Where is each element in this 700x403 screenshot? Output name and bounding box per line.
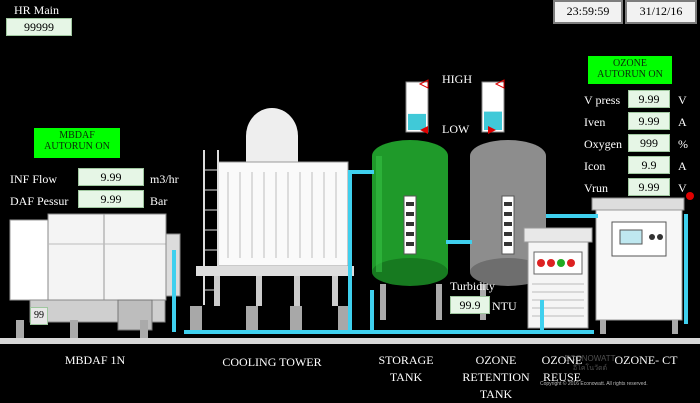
daf-pressure-label: DAF Pessur <box>10 194 69 208</box>
pipe-retention-bottom <box>540 300 544 332</box>
ozone-param-label: Icon <box>584 159 606 173</box>
ozone-param-unit: V <box>678 181 687 195</box>
mbdaf-name: MBDAF 1N <box>64 353 126 367</box>
ozone-param-value[interactable]: 9.99 <box>628 112 670 130</box>
ozone-param-label: Vrun <box>584 181 608 195</box>
retention-tank-unit <box>470 140 546 320</box>
ozone-param-label: Oxygen <box>584 137 622 151</box>
ozone-param-unit: A <box>678 159 687 173</box>
ozone-param-unit: V <box>678 93 687 107</box>
reuse-name-line1: OZONE <box>541 353 583 367</box>
ozone-param-value[interactable]: 9.9 <box>628 156 670 174</box>
level-high-label: HIGH <box>442 72 472 86</box>
mbdaf-autorun-status[interactable]: MBDAF AUTORUN ON <box>34 128 120 158</box>
pipe-main-bottom <box>184 330 594 334</box>
pipe-mbdaf-riser <box>172 250 176 332</box>
ozone-ct-name: OZONE- CT <box>614 353 678 367</box>
ozone-param-value[interactable]: 9.99 <box>628 178 670 196</box>
retention-name-line1: OZONE <box>475 353 517 367</box>
cooling-tower-name: COOLING TOWER <box>222 355 322 369</box>
retention-tank-name: OZONE RETENTION TANK <box>450 352 542 403</box>
mbdaf-status-line2: AUTORUN ON <box>44 141 110 152</box>
hr-main-value[interactable]: 99999 <box>6 18 72 36</box>
pipe-tower-top <box>348 170 374 174</box>
daf-pressure-value[interactable]: 9.99 <box>78 190 144 208</box>
pipe-retention-out <box>546 214 598 218</box>
ozone-reuse-name: OZONE REUSE <box>532 352 592 386</box>
clock-date: 31/12/16 <box>625 0 697 24</box>
ozone-reuse-unit <box>523 227 593 329</box>
clock-time: 23:59:59 <box>553 0 623 24</box>
ozone-param-label: Iven <box>584 115 606 129</box>
inf-flow-unit: m3/hr <box>150 172 179 186</box>
ozone-param-value[interactable]: 9.99 <box>628 90 670 108</box>
hr-main-label: HR Main <box>14 3 59 17</box>
pipe-storage-retention <box>446 240 472 244</box>
turbidity-unit: NTU <box>492 299 517 313</box>
storage-tank-unit <box>372 140 448 320</box>
daf-pressure-unit: Bar <box>150 194 168 208</box>
retention-name-line2: RETENTION <box>462 370 530 384</box>
turbidity-label: Turbidity <box>450 279 495 293</box>
econowatt-logo: ECONOWATT อีโคโนวัตต์ <box>562 346 618 376</box>
ozone-param-value[interactable]: 999 <box>628 134 670 152</box>
floor-line <box>0 338 700 344</box>
storage-name-line1: STORAGE <box>378 353 434 367</box>
inf-flow-label: INF Flow <box>10 172 58 186</box>
watermark-brand: ECONOWATT <box>564 354 616 363</box>
ozone-param-label: V press <box>584 93 621 107</box>
pipe-storage-bottom <box>370 290 374 332</box>
ozone-status-line2: AUTORUN ON <box>597 69 663 80</box>
ozone-autorun-status[interactable]: OZONE AUTORUN ON <box>588 56 672 84</box>
ozone-param-unit: % <box>678 137 688 151</box>
mbdaf-status-line1: MBDAF <box>59 130 95 141</box>
mbdaf-panel-value: 99 <box>30 307 48 325</box>
ozone-ct-unit <box>591 192 694 334</box>
retention-name-line3: TANK <box>479 387 513 401</box>
pipe-tower-riser <box>348 170 352 330</box>
inf-flow-value[interactable]: 9.99 <box>78 168 144 186</box>
cooling-tower-unit <box>190 108 354 334</box>
level-gauge-1 <box>405 79 429 134</box>
ozone-param-unit: A <box>678 115 687 129</box>
reuse-name-line2: REUSE <box>542 370 581 384</box>
storage-name-line2: TANK <box>389 370 423 384</box>
level-gauge-2 <box>481 79 505 134</box>
watermark-thai: อีโคโนวัตต์ <box>572 364 608 372</box>
pipe-ozone-right <box>684 214 688 324</box>
copyright-text: Copyright © 2016 Econowatt. All rights r… <box>540 381 648 387</box>
storage-tank-name: STORAGE TANK <box>366 352 446 386</box>
ozone-status-line1: OZONE <box>613 58 647 69</box>
turbidity-value[interactable]: 99.9 <box>450 296 490 314</box>
level-low-label: LOW <box>442 122 470 136</box>
